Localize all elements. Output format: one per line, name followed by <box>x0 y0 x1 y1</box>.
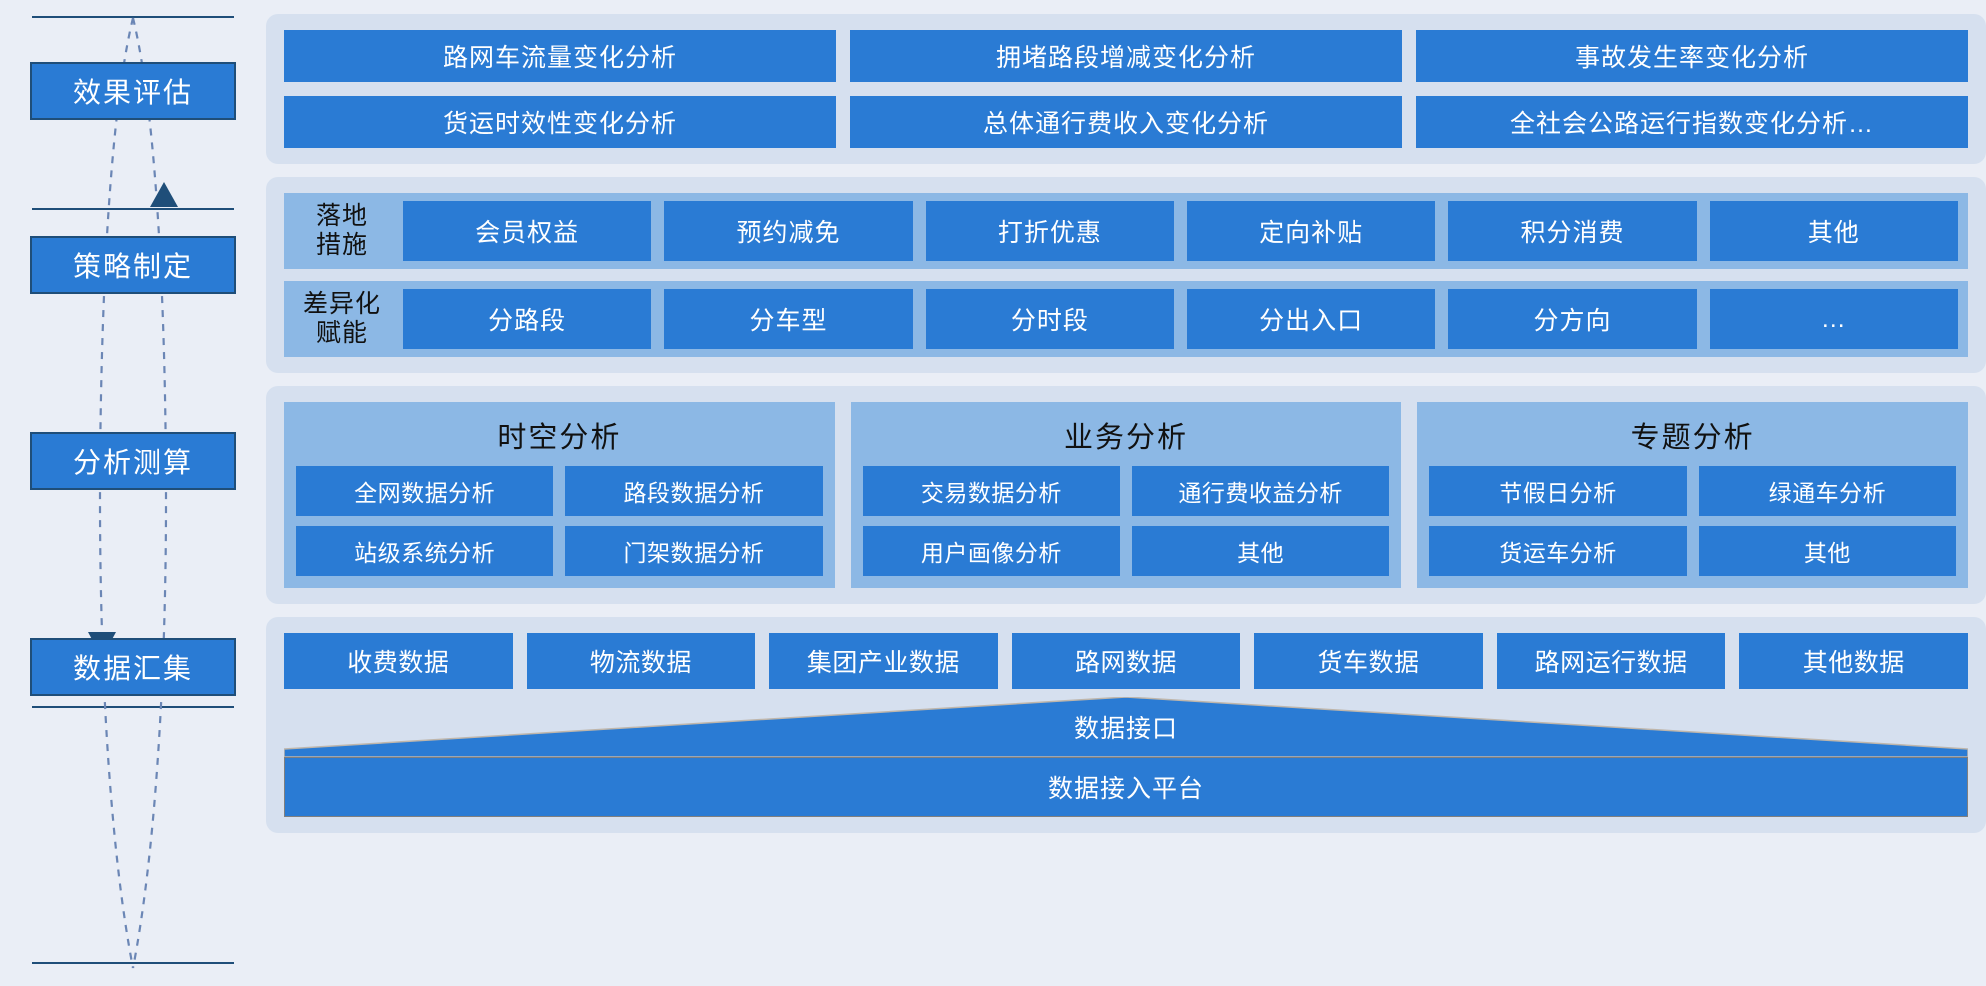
tile-points-consumption[interactable]: 积分消费 <box>1448 201 1697 261</box>
rail-divider-4 <box>32 706 234 708</box>
stage-label: 分析测算 <box>72 447 193 478</box>
rail-divider-5 <box>32 962 234 964</box>
tile-other-data[interactable]: 其他数据 <box>1739 633 1968 689</box>
tile-gantry-data-analysis[interactable]: 门架数据分析 <box>565 526 823 576</box>
tile-toll-revenue-analysis[interactable]: 通行费收益分析 <box>1132 466 1390 516</box>
analysis-group-business: 业务分析 交易数据分析 通行费收益分析 用户画像分析 其他 <box>850 402 1402 588</box>
stage-label: 数据汇集 <box>72 653 193 684</box>
feedback-loop-graphic <box>88 17 178 969</box>
tile-by-time-period[interactable]: 分时段 <box>925 289 1174 349</box>
label-line-2: 措施 <box>315 231 368 259</box>
tile-group-industry-data[interactable]: 集团产业数据 <box>769 633 998 689</box>
tile-road-operation-index-change[interactable]: 全社会公路运行指数变化分析… <box>1416 96 1968 148</box>
tile-traffic-flow-change[interactable]: 路网车流量变化分析 <box>284 30 836 82</box>
tile-freight-timeliness-change[interactable]: 货运时效性变化分析 <box>284 96 836 148</box>
tile-section-data-analysis[interactable]: 路段数据分析 <box>565 466 823 516</box>
arrow-up-icon <box>150 182 178 207</box>
label-line-1: 落地 <box>315 201 368 230</box>
tile-by-direction[interactable]: 分方向 <box>1448 289 1697 349</box>
group-title-thematic: 专题分析 <box>1630 422 1755 454</box>
tile-station-system-analysis[interactable]: 站级系统分析 <box>296 526 554 576</box>
analysis-group-thematic: 专题分析 节假日分析 绿通车分析 货运车分析 其他 <box>1417 402 1969 588</box>
tile-congestion-change[interactable]: 拥堵路段增减变化分析 <box>850 30 1402 82</box>
tile-network-data-analysis[interactable]: 全网数据分析 <box>296 466 554 516</box>
tile-transaction-data-analysis[interactable]: 交易数据分析 <box>862 466 1120 516</box>
strategy-row-label-differentiation: 差异化 赋能 <box>294 289 390 349</box>
effect-evaluation-grid: 路网车流量变化分析 拥堵路段增减变化分析 事故发生率变化分析 货运时效性变化分析… <box>284 30 1968 148</box>
group-grid-thematic: 节假日分析 绿通车分析 货运车分析 其他 <box>1429 466 1957 576</box>
tile-toll-revenue-change[interactable]: 总体通行费收入变化分析 <box>850 96 1402 148</box>
tile-by-entry-exit[interactable]: 分出入口 <box>1186 289 1436 349</box>
tile-member-benefits[interactable]: 会员权益 <box>403 201 652 261</box>
data-interface-chevron-shape <box>284 697 1968 757</box>
tile-logistics-data[interactable]: 物流数据 <box>526 633 756 689</box>
tile-holiday-analysis[interactable]: 节假日分析 <box>1429 466 1687 516</box>
strategy-row-label-measures: 落地 措施 <box>294 201 390 261</box>
label-line-2: 赋能 <box>315 319 368 347</box>
tile-network-operation-data[interactable]: 路网运行数据 <box>1496 633 1726 689</box>
strategy-row-differentiation: 差异化 赋能 分路段 分车型 分时段 分出入口 分方向 … <box>284 281 1968 357</box>
loop-right-path <box>131 17 168 969</box>
tile-reservation-discount[interactable]: 预约减免 <box>664 201 913 261</box>
data-access-platform-bar[interactable]: 数据接入平台 <box>284 757 1968 817</box>
tile-accident-rate-change[interactable]: 事故发生率变化分析 <box>1416 30 1968 82</box>
group-grid-business: 交易数据分析 通行费收益分析 用户画像分析 其他 <box>862 466 1390 576</box>
content-column: 路网车流量变化分析 拥堵路段增减变化分析 事故发生率变化分析 货运时效性变化分析… <box>266 0 1986 986</box>
tile-green-lane-analysis[interactable]: 绿通车分析 <box>1698 466 1957 516</box>
panel-effect-evaluation: 路网车流量变化分析 拥堵路段增减变化分析 事故发生率变化分析 货运时效性变化分析… <box>266 14 1986 164</box>
tile-business-other[interactable]: 其他 <box>1132 526 1390 576</box>
stage-label: 效果评估 <box>72 77 193 108</box>
group-grid-spatiotemporal: 全网数据分析 路段数据分析 站级系统分析 门架数据分析 <box>296 466 823 576</box>
tile-user-profile-analysis[interactable]: 用户画像分析 <box>862 526 1120 576</box>
tile-differentiation-more[interactable]: … <box>1709 289 1958 349</box>
tile-by-vehicle-type[interactable]: 分车型 <box>664 289 913 349</box>
panel-strategy-making: 落地 措施 会员权益 预约减免 打折优惠 定向补贴 积分消费 其他 差异化 赋能… <box>266 177 1986 373</box>
stage-data-collection[interactable]: 数据汇集 <box>30 638 236 696</box>
group-title-spatiotemporal: 时空分析 <box>497 422 622 454</box>
tile-toll-data[interactable]: 收费数据 <box>284 633 513 689</box>
tile-discount-offer[interactable]: 打折优惠 <box>925 201 1174 261</box>
stage-rail: 效果评估 策略制定 分析测算 数据汇集 <box>0 0 266 986</box>
tile-thematic-other[interactable]: 其他 <box>1698 526 1957 576</box>
stage-analysis-calculation[interactable]: 分析测算 <box>30 432 236 490</box>
data-source-row: 收费数据 物流数据 集团产业数据 路网数据 货车数据 路网运行数据 其他数据 <box>284 633 1968 689</box>
analysis-group-spatiotemporal: 时空分析 全网数据分析 路段数据分析 站级系统分析 门架数据分析 <box>284 402 835 588</box>
rail-divider-2 <box>32 208 234 210</box>
panel-data-collection: 收费数据 物流数据 集团产业数据 路网数据 货车数据 路网运行数据 其他数据 数… <box>266 617 1986 833</box>
tile-by-road-section[interactable]: 分路段 <box>403 289 652 349</box>
tile-truck-data[interactable]: 货车数据 <box>1254 633 1483 689</box>
tile-targeted-subsidy[interactable]: 定向补贴 <box>1186 201 1436 261</box>
group-title-business: 业务分析 <box>1064 422 1189 454</box>
stage-effect-evaluation[interactable]: 效果评估 <box>30 62 236 120</box>
loop-left-path <box>98 17 135 969</box>
strategy-row-measures: 落地 措施 会员权益 预约减免 打折优惠 定向补贴 积分消费 其他 <box>284 193 1968 269</box>
stage-strategy-making[interactable]: 策略制定 <box>30 236 236 294</box>
tile-road-network-data[interactable]: 路网数据 <box>1011 633 1241 689</box>
data-access-platform-label: 数据接入平台 <box>1047 775 1204 803</box>
rail-divider-1 <box>32 16 234 18</box>
panel-analysis-calculation: 时空分析 全网数据分析 路段数据分析 站级系统分析 门架数据分析 业务分析 交易… <box>266 386 1986 604</box>
tile-measures-other[interactable]: 其他 <box>1709 201 1958 261</box>
stage-label: 策略制定 <box>72 251 193 282</box>
tile-freight-vehicle-analysis[interactable]: 货运车分析 <box>1429 526 1687 576</box>
label-line-1: 差异化 <box>302 289 381 318</box>
data-interface-label: 数据接口 <box>1073 715 1178 743</box>
data-interface-band[interactable]: 数据接口 <box>284 697 1968 757</box>
